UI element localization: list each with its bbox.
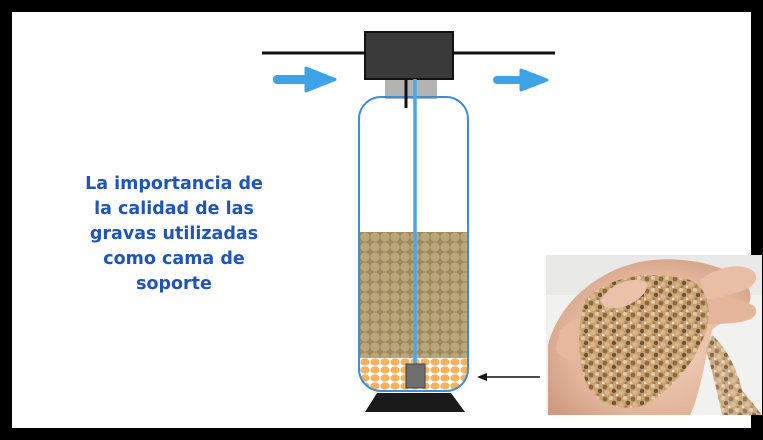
control-valve [364,31,454,80]
bottom-strainer [405,363,426,389]
valve-neck [385,79,437,99]
gravel-in-hand-photo [546,255,762,415]
headline-line: La importancia de [85,174,263,194]
headline: La importancia de la calidad de las grav… [60,172,288,297]
headline-line: como cama de [103,249,245,269]
arrow-right-icon [273,66,337,93]
pointer-arrow [477,373,540,381]
arrow-right-icon [493,68,549,92]
headline-line: la calidad de las [94,199,254,219]
headline-line: gravas utilizadas [89,224,259,244]
headline-line: soporte [136,274,212,294]
base-stand [365,393,465,412]
